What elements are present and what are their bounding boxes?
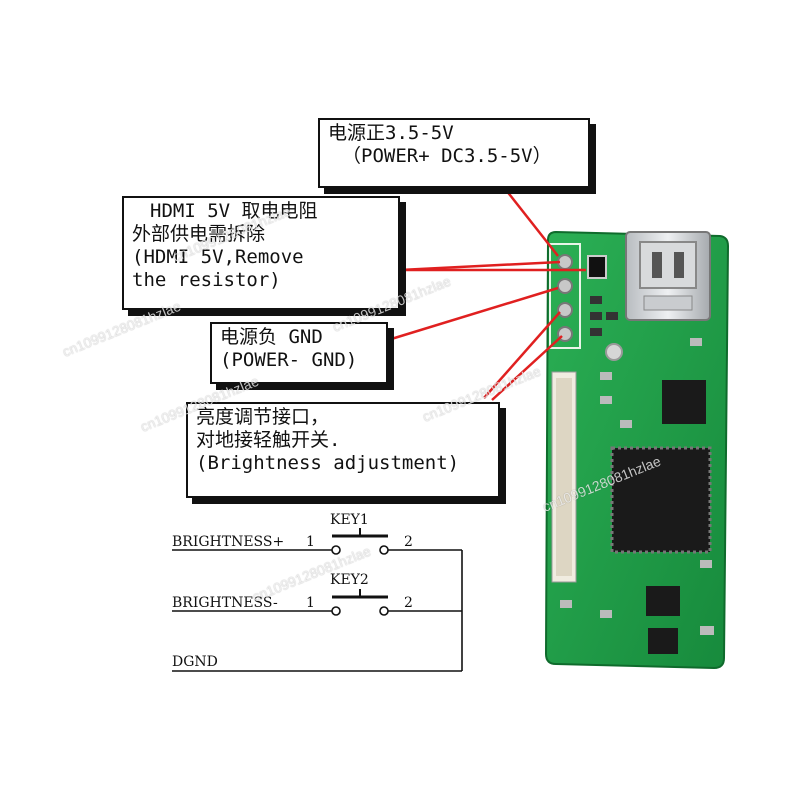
label-line: (Brightness adjustment) [196,452,460,474]
label-line: 外部供电需拆除 [132,223,266,245]
ic-chip-small [662,380,706,424]
label-line: (HDMI 5V,Remove [132,246,304,268]
key2-label: KEY2 [330,572,369,588]
pointer-line-gnd [387,286,559,342]
net-dgnd: DGND [172,654,218,670]
usb-port-opening [639,241,697,289]
pointer-line-hdmi-a [399,260,561,272]
smd-part [700,626,714,635]
smd-part [590,328,602,336]
label-line: (POWER- GND) [220,349,358,371]
label-line: 电源正3.5-5V [328,122,454,144]
key1-pin2: 2 [404,534,413,550]
ic-chip-small [648,628,678,654]
pin-pad-2 [557,278,573,294]
label-line: 亮度调节接口， [196,406,330,428]
key1-pin1: 1 [306,534,315,550]
key1-terminal [379,545,389,555]
label-line: the resistor) [132,269,281,291]
pin-header-outline [549,243,581,349]
key1-label: KEY1 [330,512,369,528]
label-brightness: 亮度调节接口， 对地接轻触开关. (Brightness adjustment) [186,402,500,498]
label-line: 对地接轻触开关. [196,429,341,451]
net-brightness-minus: BRIGHTNESS- [172,595,278,611]
key2-pin2: 2 [404,595,413,611]
key2-pin1: 1 [306,595,315,611]
pointer-line-power-pos [505,189,559,257]
label-line: （POWER+ DC3.5-5V） [342,145,552,167]
smd-part [690,338,702,346]
smd-part [606,312,618,320]
smd-part [590,312,602,320]
key1-terminal [331,545,341,555]
smd-part [700,560,712,568]
label-line: HDMI 5V 取电电阻 [150,200,318,222]
label-power-positive: 电源正3.5-5V （POWER+ DC3.5-5V） [318,118,590,188]
smd-part [620,420,632,428]
smd-part [600,372,612,380]
test-pad [605,343,623,361]
smd-resistor [587,255,607,279]
smd-part [560,600,572,608]
label-power-negative: 电源负 GND (POWER- GND) [210,322,388,384]
smd-part [600,396,612,404]
label-line: 电源负 GND [220,326,323,348]
ic-chip-regulator [646,586,680,616]
net-brightness-plus: BRIGHTNESS+ [172,534,285,550]
smd-part [600,610,612,618]
pointer-line-bright-a [483,311,561,399]
label-hdmi-resistor: HDMI 5V 取电电阻 外部供电需拆除 (HDMI 5V,Remove the… [122,196,400,310]
ic-chip-main [610,446,712,554]
key2-terminal [379,606,389,616]
smd-part [590,296,602,304]
key2-terminal [331,606,341,616]
pointer-line-bright-b [491,335,563,401]
pin-pad-3 [557,302,573,318]
